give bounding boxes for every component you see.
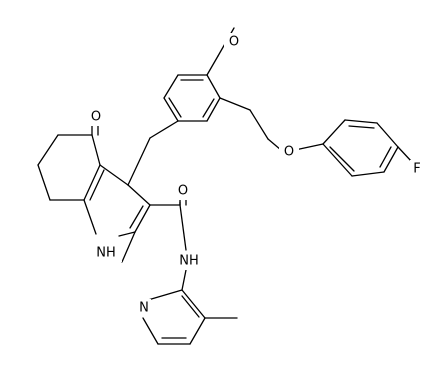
bond xyxy=(127,184,151,206)
bond xyxy=(206,74,221,99)
atom-label: N xyxy=(139,301,149,316)
bond xyxy=(181,269,187,291)
atom-label: F xyxy=(413,162,420,177)
atom-label: O xyxy=(178,184,188,199)
bond xyxy=(134,204,151,233)
bond xyxy=(181,289,206,319)
bond xyxy=(189,317,206,345)
bond xyxy=(163,74,179,99)
bond xyxy=(147,289,183,301)
bond xyxy=(129,205,144,229)
bond xyxy=(294,143,324,151)
bond xyxy=(121,231,136,263)
bond xyxy=(142,317,159,345)
bond xyxy=(344,119,378,124)
bond xyxy=(163,97,179,122)
bond xyxy=(219,97,251,111)
atom-label: O xyxy=(284,145,294,160)
bond xyxy=(99,164,129,186)
bond xyxy=(37,134,59,166)
bond xyxy=(322,143,353,177)
atom-label: NH xyxy=(96,246,116,261)
bond xyxy=(89,169,105,201)
bond xyxy=(329,146,355,172)
bond xyxy=(37,164,51,201)
atom-label: O xyxy=(229,35,239,50)
bond xyxy=(91,134,101,166)
bond xyxy=(397,146,413,163)
bond xyxy=(322,119,346,145)
bond xyxy=(249,109,269,140)
bond xyxy=(118,231,136,237)
bond xyxy=(376,122,399,148)
bond xyxy=(379,146,392,168)
atom-label-layer: O O F O O NH NH N xyxy=(86,33,424,317)
bond xyxy=(348,125,375,129)
atom-label: O xyxy=(91,110,101,125)
bond xyxy=(202,98,215,118)
bond xyxy=(168,97,182,118)
bond xyxy=(351,171,385,177)
bond xyxy=(179,204,187,251)
bond xyxy=(383,146,399,173)
bond xyxy=(206,55,219,76)
atom-label: NH xyxy=(179,254,199,269)
bond xyxy=(181,295,200,318)
bond xyxy=(267,138,282,151)
bond xyxy=(83,199,97,235)
bond-layer xyxy=(37,27,413,345)
bond xyxy=(206,97,221,122)
bond xyxy=(127,137,151,186)
bond xyxy=(149,120,179,139)
bond xyxy=(83,164,101,201)
